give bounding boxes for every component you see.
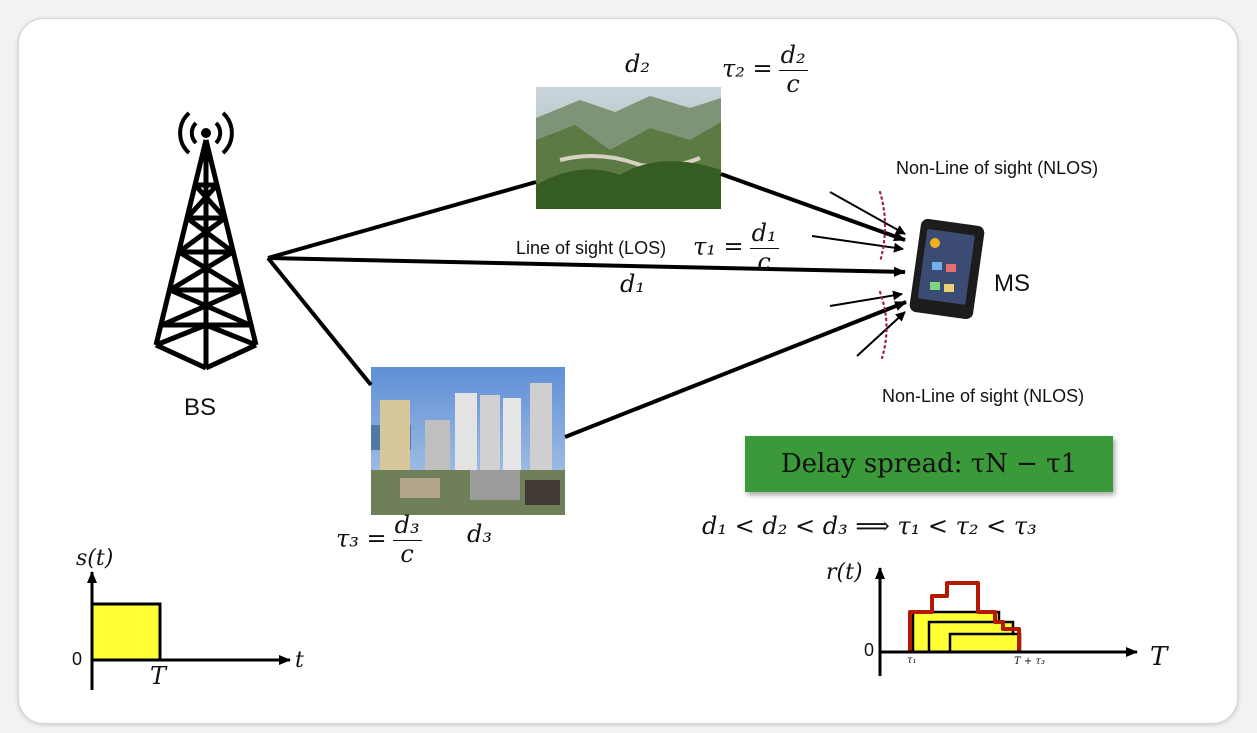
delay-spread-text: Delay spread: τN − τ1	[780, 449, 1078, 479]
smartphone-photo	[909, 218, 985, 320]
d1-label: d₁	[620, 270, 645, 298]
r-t-label: r(t)	[826, 560, 863, 585]
delay-spread-box: Delay spread: τN − τ1	[745, 436, 1113, 492]
r-zero-label: 0	[864, 640, 875, 660]
s-T-label: T	[150, 662, 167, 690]
los-label: Line of sight (LOS)	[516, 238, 667, 258]
r-T-axis-label: T	[1150, 642, 1168, 672]
T-plus-tau3-tick-label: T + τ₃	[1014, 656, 1045, 667]
d2-label: d₂	[625, 50, 650, 78]
s-zero-label: 0	[72, 649, 83, 669]
nlos-bottom-label: Non-Line of sight (NLOS)	[882, 386, 1085, 406]
bs-label: BS	[184, 394, 217, 421]
received-signal-graph	[875, 567, 1138, 676]
propagation-paths	[266, 172, 907, 439]
scatter-dots	[878, 190, 888, 360]
s-t-axis-label: t	[295, 648, 304, 673]
s-t-label: s(t)	[76, 546, 114, 571]
nlos-top-label: Non-Line of sight (NLOS)	[896, 158, 1099, 178]
city-buildings-photo	[371, 367, 565, 515]
inequality-text: d₁ < d₂ < d₃ ⟹ τ₁ < τ₂ < τ₃	[702, 512, 1037, 540]
mountain-landscape-photo	[536, 87, 721, 209]
ms-label: MS	[994, 270, 1030, 297]
tau1-tick-label: τ₁	[907, 655, 917, 666]
antenna-tower-icon	[153, 111, 259, 371]
d3-label: d₃	[467, 520, 492, 548]
scatter-arrows	[811, 191, 906, 357]
transmitted-pulse-graph	[87, 571, 291, 690]
